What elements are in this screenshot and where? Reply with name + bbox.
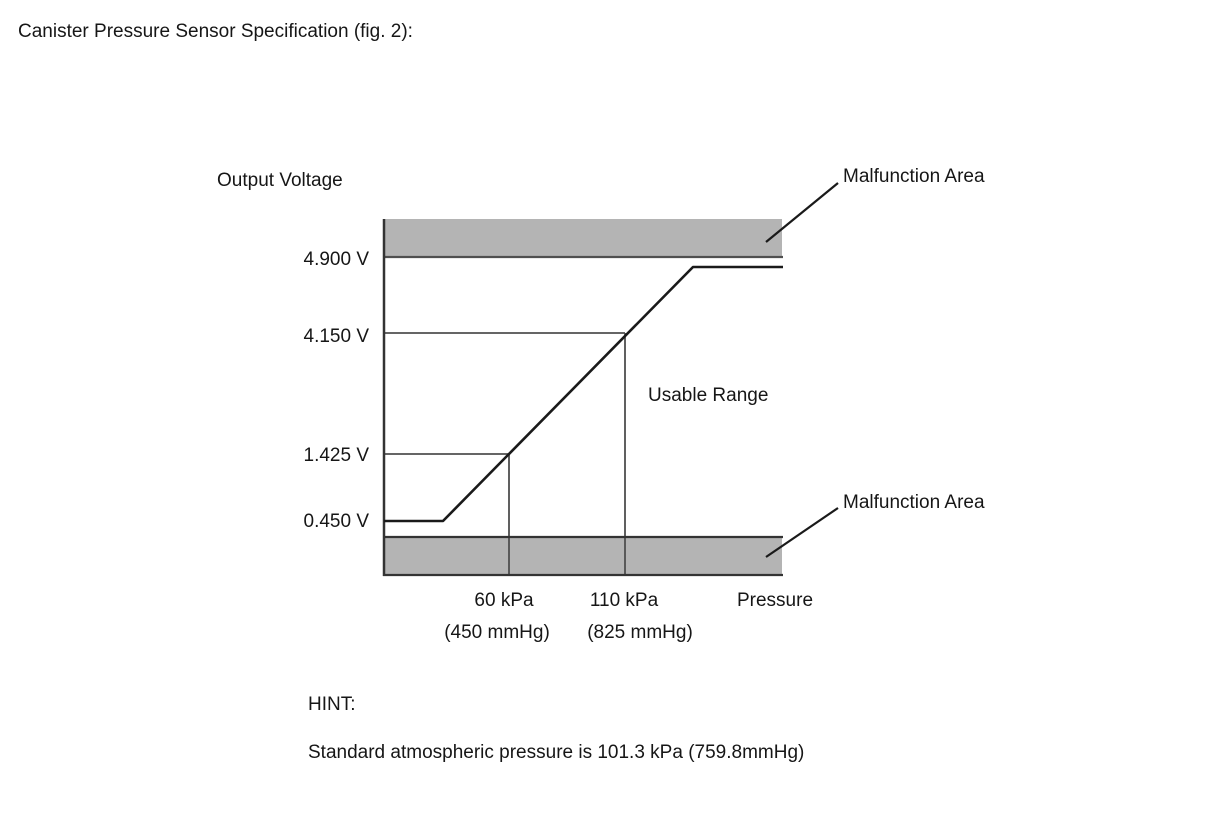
hint-heading: HINT: (308, 694, 356, 715)
malfunction-area-top-label: Malfunction Area (843, 166, 985, 187)
x-tick-110kpa: 110 kPa (589, 590, 659, 611)
usable-range-label: Usable Range (648, 385, 769, 406)
sensor-output-line (384, 265, 783, 523)
malfunction-band-bottom (385, 537, 782, 575)
malfunction-area-bottom-label: Malfunction Area (843, 492, 985, 513)
malfunction-band-top (385, 219, 782, 257)
x-axis-title: Pressure (736, 590, 814, 611)
y-tick-4900mv: 4.900 V (303, 249, 370, 270)
y-tick-4150mv: 4.150 V (303, 326, 370, 347)
x-tick-sub-825mmhg: (825 mmHg) (587, 622, 693, 643)
page-title: Canister Pressure Sensor Specification (… (18, 21, 413, 42)
y-axis-title: Output Voltage (217, 170, 343, 191)
x-tick-sub-450mmhg: (450 mmHg) (444, 622, 550, 643)
malfunction-top-pointer-line (765, 182, 839, 243)
malfunction-bottom-pointer-line (765, 507, 839, 558)
hint-text: Standard atmospheric pressure is 101.3 k… (308, 742, 805, 763)
x-tick-60kpa: 60 kPa (474, 590, 534, 611)
y-tick-1425mv: 1.425 V (303, 445, 370, 466)
y-tick-0450mv: 0.450 V (303, 511, 370, 532)
